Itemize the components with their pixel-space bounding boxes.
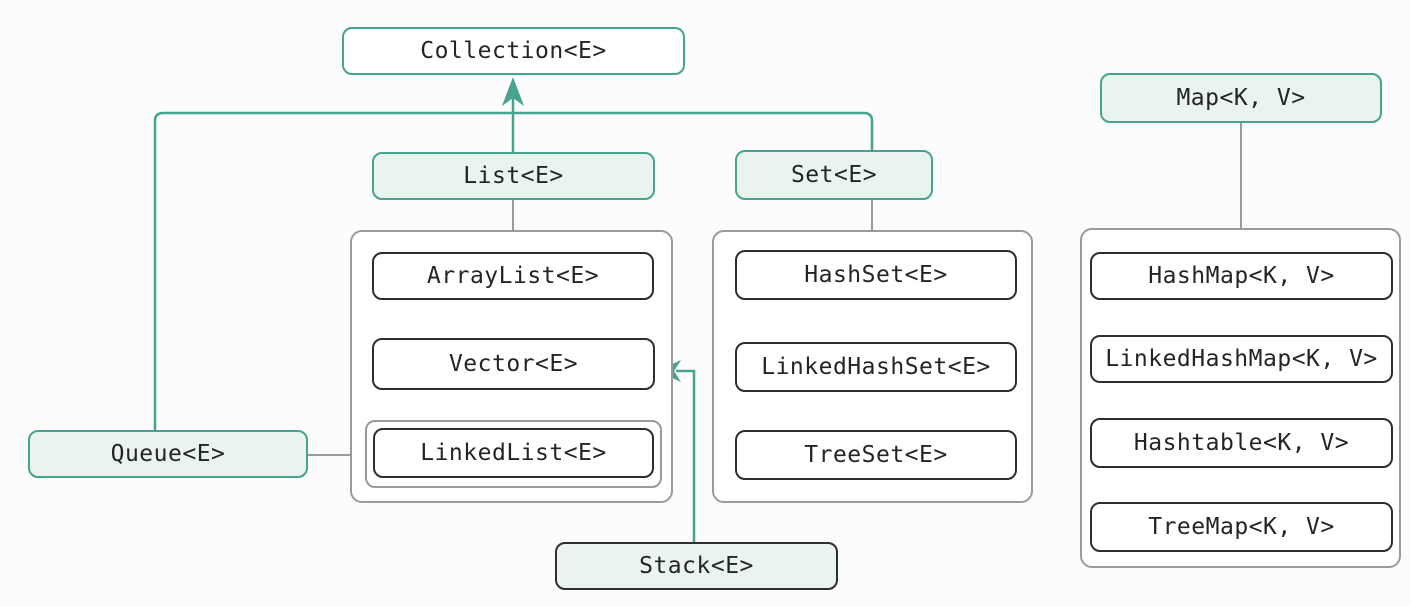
node-list: List<E> bbox=[372, 152, 655, 200]
node-linkedhashmap: LinkedHashMap<K, V> bbox=[1090, 335, 1393, 383]
arrowhead-collection bbox=[502, 77, 524, 106]
node-set: Set<E> bbox=[735, 150, 933, 200]
node-hashtable: Hashtable<K, V> bbox=[1090, 418, 1393, 468]
node-hashset: HashSet<E> bbox=[735, 250, 1017, 300]
node-map: Map<K, V> bbox=[1100, 73, 1382, 123]
node-arraylist: ArrayList<E> bbox=[372, 252, 654, 300]
node-stack: Stack<E> bbox=[555, 542, 838, 590]
node-linkedlist: LinkedList<E> bbox=[373, 428, 654, 478]
node-treeset: TreeSet<E> bbox=[735, 430, 1017, 480]
node-queue: Queue<E> bbox=[28, 430, 308, 478]
node-linkedhashset: LinkedHashSet<E> bbox=[735, 342, 1017, 392]
node-collection: Collection<E> bbox=[342, 27, 685, 75]
connector-stack-to-vector bbox=[676, 369, 696, 542]
node-vector: Vector<E> bbox=[372, 338, 655, 390]
node-treemap: TreeMap<K, V> bbox=[1090, 502, 1393, 552]
node-hashmap: HashMap<K, V> bbox=[1090, 252, 1393, 300]
